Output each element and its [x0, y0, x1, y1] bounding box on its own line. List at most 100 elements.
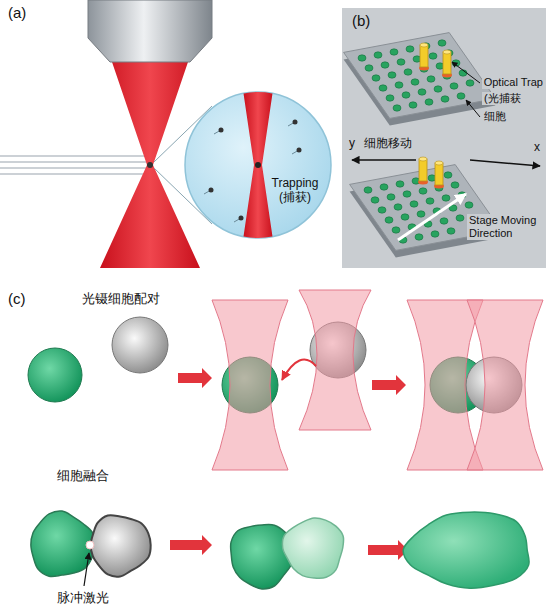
incident-line — [0, 155, 146, 156]
optical-tweezer-beam — [467, 300, 543, 470]
cell-dot — [379, 85, 387, 91]
cell-dot — [402, 92, 410, 98]
cell-dot — [358, 55, 366, 61]
optical-tweezer-beam — [407, 300, 483, 470]
cell-dot — [387, 194, 395, 200]
scene-ground — [342, 8, 546, 268]
part-label: Optical Trap — [482, 76, 545, 89]
cell-dot — [404, 69, 412, 75]
panel-letter: (c) — [6, 290, 28, 308]
cell-dot — [457, 93, 465, 99]
cell-dot — [456, 215, 464, 221]
laser-spot — [86, 541, 94, 549]
cell-dot — [417, 211, 425, 217]
cell-dot — [418, 89, 426, 95]
magnified-trap-region: Trapping (捕获) — [183, 90, 333, 240]
cell-dot — [442, 195, 450, 201]
grey-cell — [112, 317, 168, 373]
part-label: 脉冲激光 — [55, 590, 111, 606]
laser-beam — [243, 90, 273, 240]
grey-cell — [91, 515, 151, 577]
trapped-particle — [147, 162, 153, 168]
objective-lens — [88, 0, 212, 62]
step-arrow — [170, 535, 212, 555]
cell-dot — [447, 228, 455, 234]
part-label: 细胞 — [482, 110, 508, 123]
particle — [239, 216, 244, 221]
particle — [219, 128, 224, 133]
cell-dot — [401, 214, 409, 220]
step-arrow — [368, 540, 408, 560]
cell-dot — [372, 75, 380, 81]
cell-dot — [466, 80, 474, 86]
cell-dot — [390, 49, 398, 55]
cell-array — [358, 40, 474, 243]
incident-line — [0, 161, 146, 162]
cell-dot — [364, 187, 372, 193]
panel-c — [28, 290, 543, 589]
cell-dot — [440, 218, 448, 224]
green-cell — [31, 511, 95, 576]
cell-dot — [450, 83, 458, 89]
stage-direction-arrow — [398, 194, 466, 240]
cell-dot — [409, 102, 417, 108]
panel-b — [342, 8, 546, 268]
panel-a — [0, 0, 212, 268]
part-label: 细胞移动 — [362, 136, 414, 150]
cell-dot — [441, 96, 449, 102]
axis-label: x — [532, 140, 542, 154]
optical-trap-beam — [442, 50, 452, 78]
cell-dot — [397, 59, 405, 65]
cell-dot — [381, 62, 389, 68]
leader-line — [466, 100, 480, 117]
cell-dot — [396, 181, 404, 187]
cell-dot — [429, 53, 437, 59]
step-arrow — [178, 368, 212, 388]
cell-dot — [380, 184, 388, 190]
stage-plate — [344, 33, 496, 119]
optical-trap-beam — [418, 157, 428, 185]
node-label: Trapping (捕获) — [267, 176, 323, 205]
trapped-particle — [255, 162, 261, 168]
green-cell — [28, 348, 82, 402]
axis-label: y — [347, 136, 357, 150]
cell-dot — [431, 231, 439, 237]
panel-letter: (b) — [350, 12, 372, 30]
cell-dot — [378, 207, 386, 213]
cell-dot — [392, 227, 400, 233]
cell-dot — [434, 86, 442, 92]
incident-line — [0, 167, 146, 168]
cell-dot — [403, 191, 411, 197]
cell-dot — [427, 76, 435, 82]
cell-dot — [394, 204, 402, 210]
cell-dot — [426, 198, 434, 204]
axis-arrow — [470, 160, 540, 166]
cell-dot — [406, 46, 414, 52]
optical-trap-beam — [434, 161, 444, 189]
cell-dot — [410, 201, 418, 207]
fusing-cell — [282, 518, 343, 578]
cell-dot — [419, 188, 427, 194]
cell-dot — [415, 234, 423, 240]
cell-dot — [465, 202, 473, 208]
cell-dot — [385, 217, 393, 223]
cell-dot — [438, 40, 446, 46]
part-label: (光捕获 — [482, 92, 523, 105]
step-title: 光镊细胞配对 — [80, 291, 162, 307]
trap-layer — [352, 43, 540, 240]
move-arrow — [282, 360, 316, 380]
axis-arrow — [352, 159, 416, 160]
panel-letter: (a) — [6, 4, 28, 22]
cell-dot — [386, 95, 394, 101]
cell-dot — [411, 79, 419, 85]
step-arrow — [372, 375, 406, 395]
zoom-circle — [183, 90, 333, 240]
fused-cell — [403, 512, 529, 588]
cell-dot — [371, 197, 379, 203]
incident-line — [0, 173, 146, 174]
cell-dot — [451, 182, 459, 188]
optical-trap-beam — [419, 43, 429, 71]
particle — [297, 148, 302, 153]
